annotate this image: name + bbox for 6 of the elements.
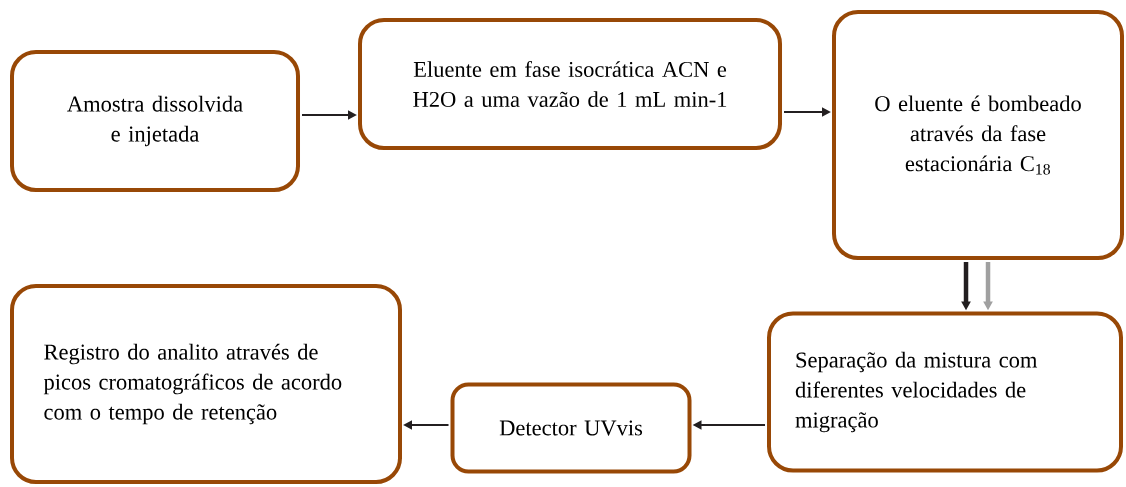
process-box: Amostra dissolvida e injetada [10, 50, 300, 192]
process-box: Registro do analito através de picos cromatográficos de acordo com o tempo de retenção [10, 284, 402, 484]
process-box: Separação da mistura com diferentes velocidades de migração [767, 311, 1123, 473]
process-box: Eluente em fase isocrática ACN e H2O a uma vazão de 1 mL min-1 [358, 18, 782, 150]
process-box: O eluente é bombeado através da fase estacionária C$_{18}$ [832, 10, 1124, 260]
process-box: Detector UVvis [450, 382, 692, 474]
